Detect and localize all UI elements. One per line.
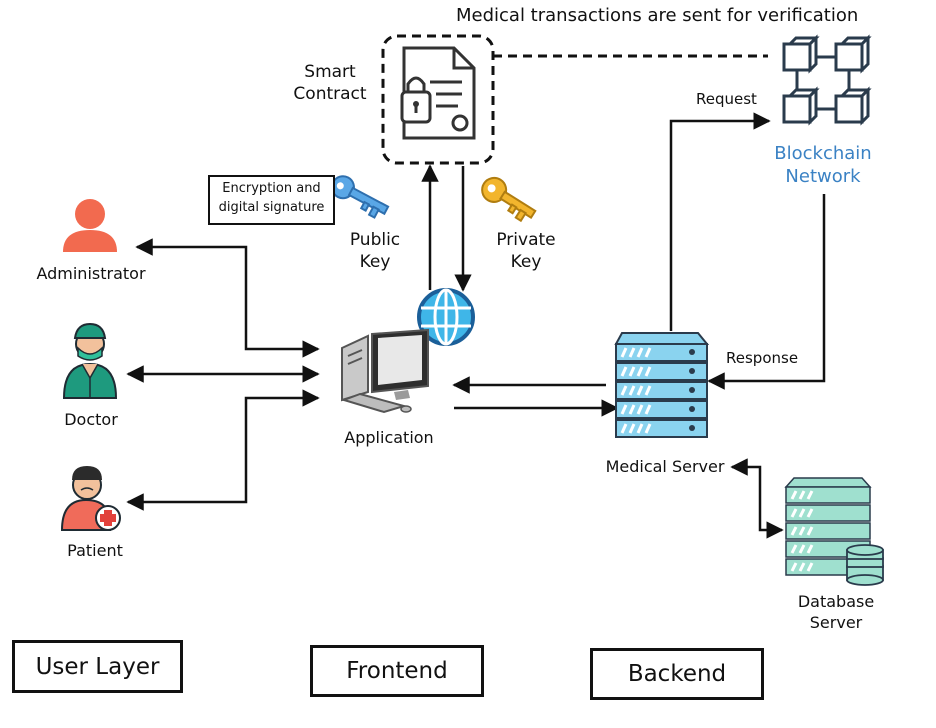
patient-label: Patient <box>67 541 123 560</box>
blockchain-icon <box>782 34 872 126</box>
smart-contract-line1: Smart <box>304 62 356 82</box>
server-database-connector <box>730 458 784 539</box>
database-line2: Server <box>809 612 863 632</box>
smart-contract-frame <box>381 34 495 165</box>
medical-server-label: Medical Server <box>605 457 725 476</box>
encryption-line1: Encryption and <box>222 181 321 196</box>
globe-icon <box>417 288 475 346</box>
request-label: Request <box>696 90 757 108</box>
smart-contract-label: Smart Contract <box>290 61 370 105</box>
computer-icon <box>340 328 429 414</box>
smart-contract-line2: Contract <box>293 84 367 105</box>
doctor-label: Doctor <box>64 410 118 429</box>
blockchain-line2: Network <box>785 166 861 188</box>
patient-icon <box>60 466 121 531</box>
server-icon <box>614 332 710 438</box>
public-key-label: Public Key <box>340 229 410 273</box>
key-icon <box>481 176 537 223</box>
private-key-label: Private Key <box>490 229 562 273</box>
admin-connector <box>135 238 320 358</box>
database-line1: Database <box>797 592 875 611</box>
database-icon <box>784 477 884 586</box>
encryption-line2: digital signature <box>218 199 325 215</box>
backend-box: Backend <box>590 648 764 700</box>
blockchain-line1: Blockchain <box>774 143 872 164</box>
public-key-line1: Public <box>349 230 401 250</box>
application-label: Application <box>344 428 434 447</box>
contract-icon <box>400 46 476 140</box>
doctor-icon <box>62 322 118 399</box>
frontend-box: Frontend <box>310 645 484 697</box>
request-arrow <box>669 112 771 331</box>
patient-connector <box>126 389 320 511</box>
response-label: Response <box>726 349 799 367</box>
person-icon <box>63 199 117 252</box>
public-key-line2: Key <box>359 252 391 273</box>
diagram-title: Medical transactions are sent for verifi… <box>456 5 859 26</box>
response-arrow <box>707 194 826 390</box>
private-key-line1: Private <box>496 230 556 250</box>
user-layer-box: User Layer <box>12 640 183 693</box>
key-icon <box>330 175 390 219</box>
administrator-label: Administrator <box>36 264 146 283</box>
blockchain-label: Blockchain Network <box>768 142 878 189</box>
private-key-line2: Key <box>510 252 542 273</box>
database-server-label: Database Server <box>788 592 884 634</box>
encryption-note: Encryption and digital signature <box>208 175 335 225</box>
